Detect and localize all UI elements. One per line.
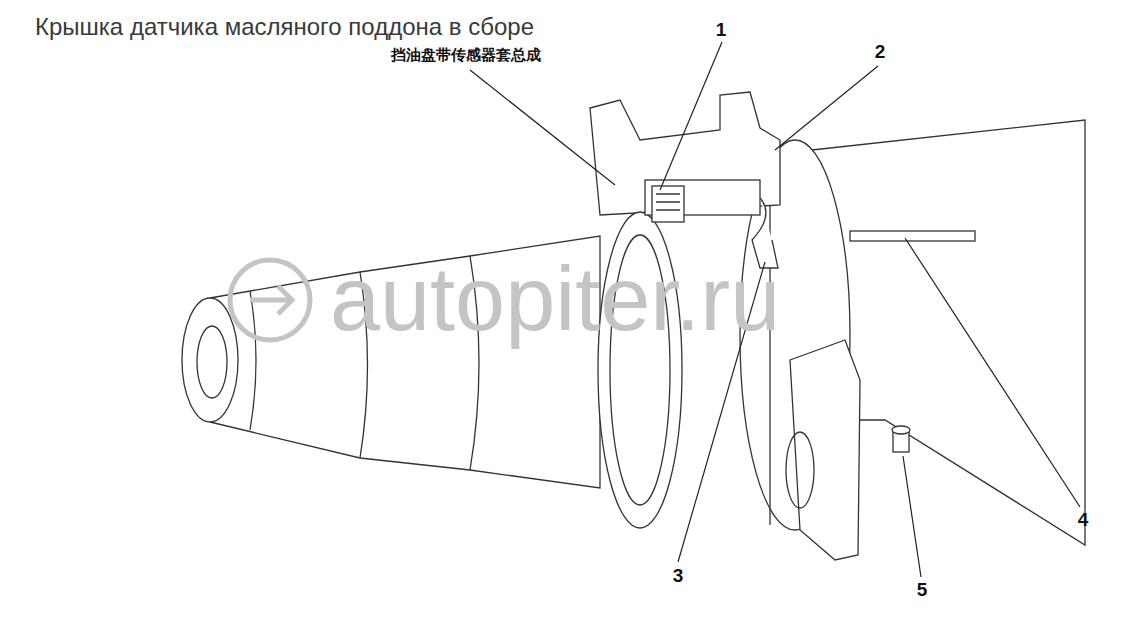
- shaft-bore: [197, 326, 227, 398]
- bolt-head: [892, 426, 910, 434]
- leader-line: [470, 70, 615, 185]
- callout-number: 2: [875, 42, 886, 63]
- callout-number: 3: [673, 566, 684, 587]
- shaft-end: [182, 298, 238, 422]
- callout-number: 5: [917, 580, 928, 601]
- diagram-title: Крышка датчика масляного поддона в сборе: [35, 14, 534, 40]
- leader-line: [660, 42, 722, 190]
- rod: [850, 231, 975, 241]
- bracket: [790, 340, 860, 560]
- callout-number: 1: [716, 20, 727, 41]
- callout-number: 4: [1078, 510, 1089, 531]
- part-name: 挡油盘带传感器套总成: [391, 47, 541, 64]
- leader-line: [775, 66, 878, 150]
- sensor-ribs: [656, 194, 680, 210]
- leader-line: [903, 456, 921, 577]
- shaft-step: [250, 291, 256, 430]
- top-frame: [590, 92, 780, 215]
- bracket-hole: [786, 432, 814, 508]
- watermark: autopiter.ru: [330, 250, 780, 349]
- sensor: [652, 186, 684, 222]
- watermark-logo: [230, 260, 310, 340]
- leader-line: [905, 238, 1080, 507]
